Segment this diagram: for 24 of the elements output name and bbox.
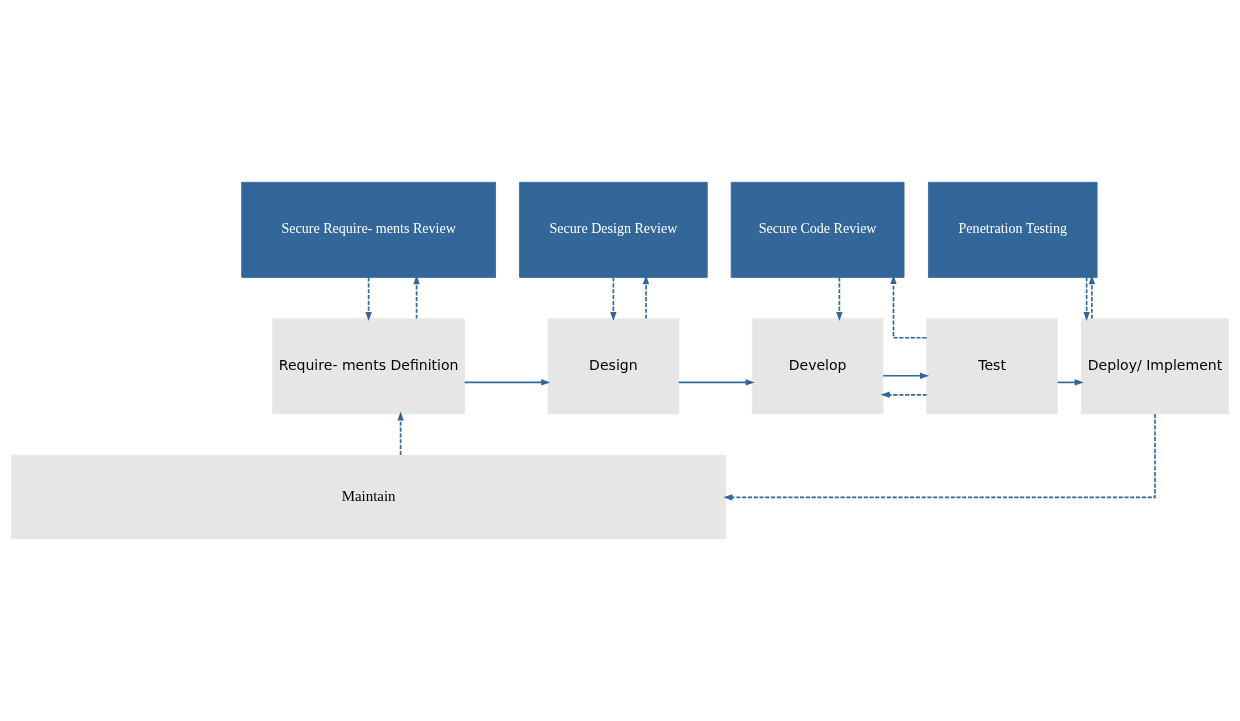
arrow [678,379,755,386]
arrow [463,379,551,386]
arrow [882,372,930,379]
arrow [642,275,650,320]
node-box: Secure Design Review [519,181,708,278]
arrow [723,413,1156,501]
arrow [365,276,372,322]
node-box: Secure Require- ments Review [241,181,496,278]
arrow [610,276,617,322]
node-box: Test [926,318,1058,415]
arrow [836,276,843,322]
arrow [880,391,928,398]
arrow [1083,276,1090,322]
node-box: Penetration Testing [928,181,1098,278]
node-box: Maintain [11,454,727,540]
arrow [1088,275,1096,320]
node-box: Develop [751,318,884,415]
node-box: Deploy/ Implement [1081,318,1229,415]
arrow [890,275,928,339]
node-box: Require- ments Definition [272,318,465,415]
node-box: Secure Code Review [730,181,905,278]
arrow [413,275,420,320]
arrow [397,411,404,456]
node-box: Design [547,318,680,415]
